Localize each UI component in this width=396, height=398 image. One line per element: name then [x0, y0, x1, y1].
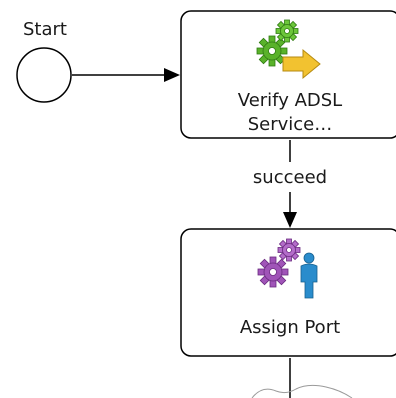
gears-person-icon: [257, 238, 318, 299]
partial-shape-edge: [251, 384, 353, 398]
flow-label-succeed: succeed: [253, 167, 327, 188]
task-label: Assign Port: [240, 317, 340, 338]
task-box: [180, 10, 396, 139]
task-verify-adsl-service[interactable]: Verify ADSL Service…: [180, 10, 396, 139]
start-event-label: Start: [23, 19, 67, 40]
start-event-circle: [16, 47, 72, 103]
flow-verify-to-assign[interactable]: [283, 140, 297, 228]
arrow-right-icon: [282, 48, 321, 80]
gear-icon: [256, 35, 288, 67]
flow-arrowhead: [283, 212, 297, 228]
gears-arrow-icon: [256, 19, 321, 80]
flow-start-to-verify[interactable]: [72, 68, 180, 82]
flow-arrowhead: [164, 68, 180, 82]
gear-icon: [275, 19, 299, 43]
task-box: [180, 228, 396, 357]
task-label-line2: Service…: [248, 114, 333, 135]
person-icon: [300, 252, 318, 299]
task-label-line1: Verify ADSL: [238, 90, 342, 111]
gear-icon: [257, 256, 289, 288]
start-event[interactable]: [16, 47, 72, 103]
gear-icon: [277, 238, 301, 262]
task-assign-port[interactable]: Assign Port: [180, 228, 396, 357]
